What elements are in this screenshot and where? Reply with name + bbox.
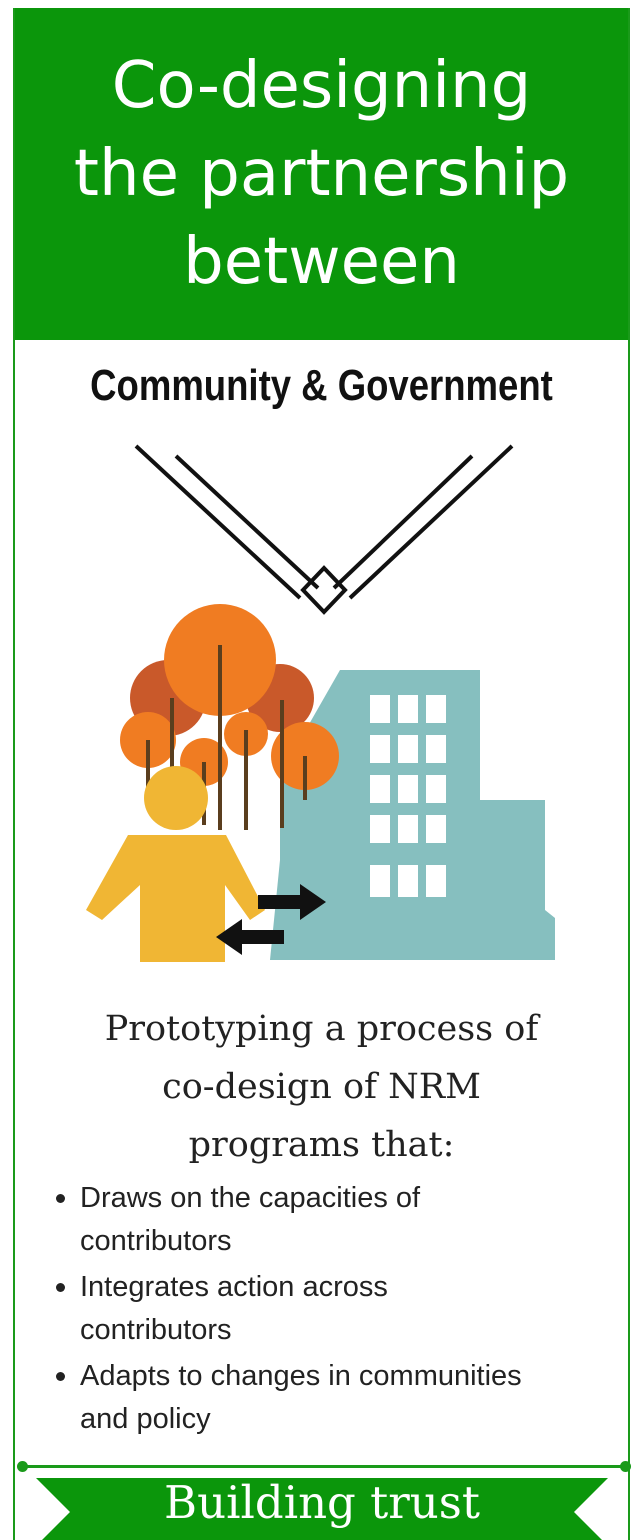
bullet-dot-icon — [56, 1283, 65, 1292]
office-building-icon — [270, 670, 555, 960]
prototype-heading-line-2: co-design of NRM — [162, 1067, 481, 1107]
list-item-line: Integrates action across — [80, 1271, 388, 1303]
list-item-line: Draws on the capacities of — [80, 1182, 421, 1214]
bullet-dot-icon — [56, 1372, 65, 1381]
bullet-list: Draws on the capacities of contributors … — [48, 1177, 608, 1444]
subtitle: Community & Government — [90, 361, 553, 410]
banner-label: Building trust — [164, 1476, 480, 1529]
prototype-heading-line-1: Prototyping a process of — [104, 1009, 539, 1049]
person-icon — [86, 766, 265, 962]
page-frame — [13, 8, 630, 1540]
list-item-line: contributors — [80, 1225, 232, 1257]
divider-dot-icon — [620, 1461, 631, 1472]
title-line-2: the partnership — [73, 137, 570, 211]
list-item: Adapts to changes in communities and pol… — [48, 1355, 608, 1441]
list-item-line: contributors — [80, 1314, 232, 1346]
list-item: Integrates action across contributors — [48, 1266, 608, 1352]
exchange-arrows-icon — [216, 884, 326, 955]
list-item-line: and policy — [80, 1403, 211, 1435]
bullet-dot-icon — [56, 1194, 65, 1203]
title-line-3: between — [183, 225, 460, 299]
title-banner: Co-designing the partnership between — [15, 8, 628, 340]
ribbon-banner — [36, 1478, 608, 1540]
community-government-illustration — [86, 444, 555, 962]
list-item: Draws on the capacities of contributors — [48, 1177, 608, 1263]
divider-dot-icon — [17, 1461, 28, 1472]
title-line-1: Co-designing — [111, 49, 532, 123]
prototype-heading-line-3: programs that: — [188, 1125, 455, 1165]
converging-lines-icon — [134, 444, 514, 615]
list-item-line: Adapts to changes in communities — [80, 1360, 522, 1392]
divider-line — [22, 1465, 626, 1468]
prototype-heading: Prototyping a process of co-design of NR… — [15, 1000, 628, 1174]
